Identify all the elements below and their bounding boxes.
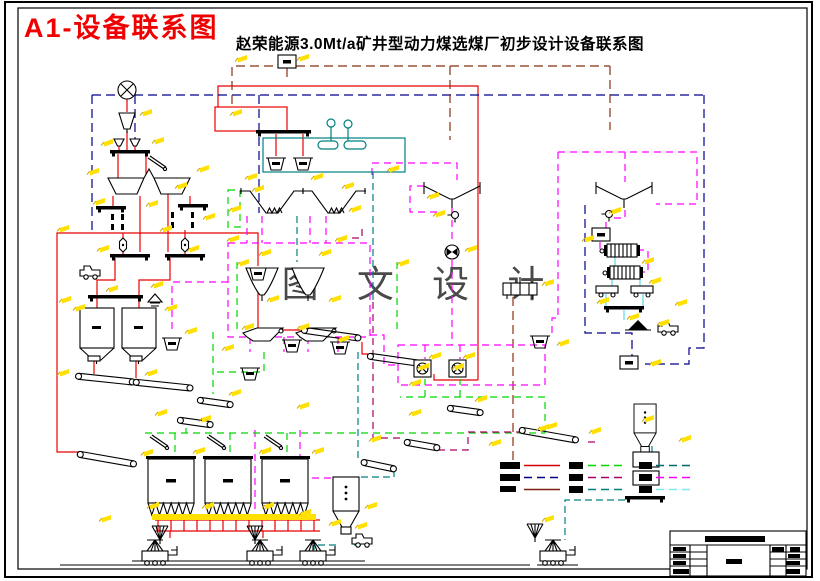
equipment-tag [354, 521, 368, 530]
equipment-tag [140, 448, 154, 457]
equipment-tag [56, 224, 70, 233]
equipment-tag [244, 172, 258, 181]
equipment-tag [474, 394, 488, 403]
equipment-tag [92, 197, 106, 206]
equipment-tag [311, 446, 325, 455]
equipment-tag [234, 54, 248, 63]
equipment-tag [334, 234, 348, 243]
equipment-tag [488, 438, 502, 447]
equipment-tag [159, 224, 173, 233]
equipment-tag [341, 181, 355, 190]
drawing-title: 赵荣能源3.0Mt/a矿井型动力煤选煤厂初步设计设备联系图 [235, 34, 644, 53]
equipment-tag [386, 164, 400, 173]
doc-type-label: A1-设备联系图 [24, 13, 219, 43]
equipment-tag [144, 368, 158, 377]
product-bunkers [145, 434, 316, 520]
equipment-tag [674, 298, 688, 307]
equipment-tag [364, 501, 378, 510]
legend-item [500, 462, 560, 492]
equipment-tag [105, 284, 119, 293]
equipment-tag [139, 108, 153, 117]
equipment-tag [648, 276, 662, 285]
equipment-tag [596, 296, 610, 305]
slime-lines-crimson [340, 228, 598, 451]
equipment-tag [221, 343, 235, 352]
raw-coal-receiving-section [74, 80, 208, 468]
equipment-tag [202, 212, 216, 221]
equipment-tag [678, 434, 692, 443]
feed-lines-brown [231, 65, 611, 468]
equipment-tag [348, 204, 362, 213]
product-lines-green [145, 189, 546, 456]
equipment-tag [588, 426, 602, 435]
equipment-tag [462, 351, 476, 360]
train-loading-section [60, 426, 580, 570]
equipment-tag [464, 244, 478, 253]
equipment-tag [86, 167, 100, 176]
equipment-tag [296, 401, 310, 410]
screening-washing-section [161, 54, 428, 429]
equipment-tag [226, 234, 240, 243]
equipment-tag [258, 446, 272, 455]
equipment-tag [228, 204, 242, 213]
slurry-lines-magenta [171, 151, 698, 515]
equipment-tag [196, 164, 210, 173]
equipment-tag [310, 172, 324, 181]
line-type-legend [500, 462, 695, 493]
equipment-tag [236, 258, 250, 267]
equipment-tag [184, 326, 198, 335]
equipment-tag [229, 108, 243, 117]
equipment-tag [266, 294, 280, 303]
equipment-tag [328, 518, 342, 527]
equipment-tag [56, 368, 70, 377]
equipment-tag [151, 136, 165, 145]
equipment-tag [164, 303, 178, 312]
equipment-tag [626, 312, 640, 321]
equipment-tag [428, 351, 442, 360]
equipment-tag [58, 295, 72, 304]
equipment-tag [648, 358, 662, 367]
equipment-tag [368, 434, 382, 443]
legend-item [639, 462, 695, 493]
filter-press-section [595, 243, 679, 370]
equipment-tag [408, 408, 422, 417]
gangue-lines-navy [91, 94, 705, 365]
equipment-tag [556, 338, 570, 347]
equipment-tag [228, 388, 242, 397]
equipment-tag [150, 280, 164, 289]
equipment-tag [192, 446, 206, 455]
equipment-tag [145, 199, 159, 208]
equipment-tag [251, 184, 265, 193]
equipment-tag [641, 256, 655, 265]
equipment-tag [432, 209, 446, 218]
equipment-tag [336, 334, 350, 343]
equipment-tag [96, 244, 110, 253]
equipment-tag [296, 53, 310, 62]
equipment-tag [426, 191, 440, 200]
equipment-tag [100, 138, 114, 147]
equipment-tag [318, 248, 332, 257]
watermark: 图 文 设 计 [282, 264, 559, 305]
legend-item [569, 462, 625, 493]
equipment-tag [541, 514, 555, 523]
equipment-tag [98, 514, 112, 523]
equipment-tag [154, 408, 168, 417]
equipment-tag [258, 248, 272, 257]
title-block [669, 530, 807, 577]
